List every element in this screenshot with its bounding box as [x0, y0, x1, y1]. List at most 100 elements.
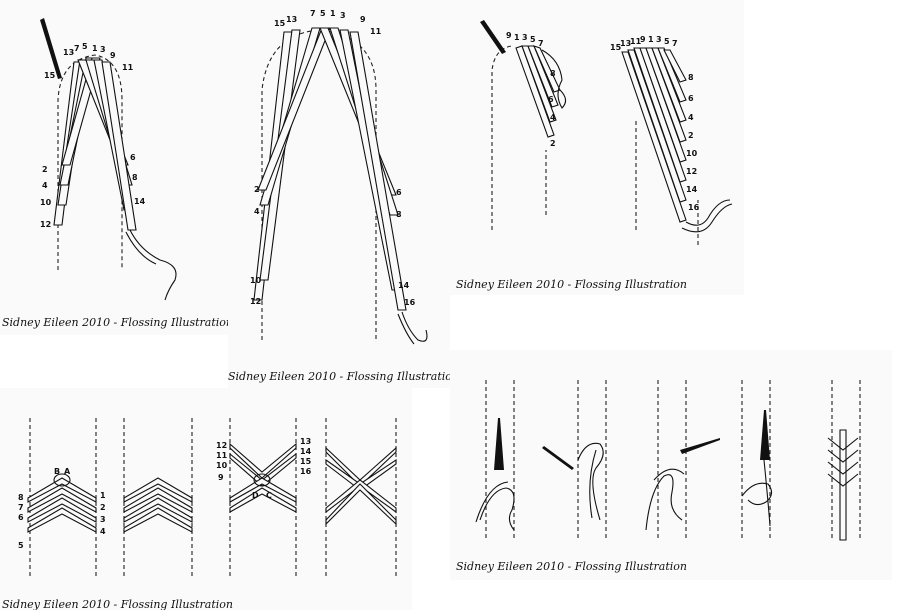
illustration-caption: Sidney Eileen 2010 - Flossing Illustrati…	[228, 370, 450, 383]
stitch-number: 16	[300, 467, 312, 476]
stitch-number: 16	[688, 203, 700, 212]
stitch-number: 9	[360, 15, 366, 24]
stitch-number: 13	[286, 15, 297, 24]
stitch-number: 14	[300, 447, 312, 456]
stitch-number: 5	[82, 42, 88, 51]
stitch-number: 3	[100, 515, 106, 524]
knot-step-5-finished-stack	[827, 429, 859, 541]
stitch-number: 6	[548, 95, 554, 104]
flossing-diagram-2: 15 13 7 5 1 3 9 11 2 4 10 12 6 8 14 16	[250, 9, 428, 345]
stitch-number: 5	[18, 541, 24, 550]
stitch-number: 11	[370, 27, 382, 36]
stitch-number: 12	[40, 220, 51, 229]
illustration-caption: Sidney Eileen 2010 - Flossing Illustrati…	[456, 560, 687, 573]
stitch-number: 4	[42, 181, 48, 190]
stitch-number: 3	[340, 11, 346, 20]
stitch-number: 1	[648, 35, 654, 44]
stitch-number: 6	[396, 188, 402, 197]
knot-step-2	[542, 442, 604, 521]
stitch-number: 8	[688, 73, 694, 82]
stitch-number: 15	[44, 71, 56, 80]
flossing-diagram-1: 15 13 7 5 1 3 9 11 2 4 10 12 6 8 14	[40, 18, 177, 301]
panel-flossing-step-5: Sidney Eileen 2010 - Flossing Illustrati…	[450, 350, 892, 580]
stitch-number: 6	[130, 153, 136, 162]
stitch-number: 8	[550, 69, 556, 78]
stitch-number: 1	[330, 9, 336, 18]
stitch-number: 6	[18, 513, 24, 522]
stitch-number: 13	[63, 48, 74, 57]
stitch-label: C	[266, 491, 272, 500]
chevron-figure-3	[229, 442, 297, 513]
stitch-number: 14	[398, 281, 410, 290]
stitch-number: 3	[522, 33, 528, 42]
stitch-number: 7	[18, 503, 24, 512]
stitch-number: 10	[216, 461, 228, 470]
illustration-caption: Sidney Eileen 2010 - Flossing Illustrati…	[456, 278, 687, 291]
stitch-number: 16	[404, 298, 416, 307]
stitch-number: 15	[274, 19, 286, 28]
floss-strands-left	[515, 45, 561, 138]
flossing-diagram-5	[475, 380, 861, 541]
stitch-number: 9	[218, 473, 224, 482]
stitch-number: 15	[300, 457, 312, 466]
stitch-number: 14	[686, 185, 698, 194]
stitch-number: 8	[132, 173, 138, 182]
knot-step-4	[741, 410, 773, 527]
stitch-number: 1	[514, 33, 520, 42]
stitch-number: 5	[320, 9, 326, 18]
stitch-number: 7	[74, 44, 80, 53]
knot-step-1	[475, 418, 515, 531]
flossing-diagram-4: B A 8 7 6 5 1 2 3 4 12 11 10 9 13 14 15 …	[18, 418, 397, 578]
panel-flossing-step-2: 15 13 7 5 1 3 9 11 2 4 10 12 6 8 14 16 S…	[228, 0, 450, 388]
stitch-number: 5	[664, 37, 670, 46]
stitch-number: 1	[100, 491, 106, 500]
stitch-number: 10	[40, 198, 52, 207]
chevron-figure-1	[27, 473, 97, 533]
stitch-number: 11	[630, 37, 642, 46]
floss-strands	[53, 57, 137, 231]
flossing-diagram-3: 9 1 3 5 7 8 6 4 2 15 13 11 9 1 3 5 7 8 6	[480, 20, 733, 245]
stitch-number: 14	[134, 197, 146, 206]
guide-column	[261, 29, 377, 340]
stitch-number: 2	[100, 503, 106, 512]
stitch-number: 2	[42, 165, 48, 174]
thread-loop	[541, 49, 567, 109]
stitch-number: 4	[688, 113, 694, 122]
floss-strands	[253, 27, 407, 311]
thread-tail	[401, 311, 428, 342]
stitch-label: B	[54, 467, 60, 476]
needle-icon	[680, 438, 720, 454]
thread-tail	[685, 199, 731, 226]
stitch-number: 2	[550, 139, 556, 148]
panel-flossing-step-4: B A 8 7 6 5 1 2 3 4 12 11 10 9 13 14 15 …	[0, 388, 412, 610]
stitch-number: 7	[538, 39, 544, 48]
stitch-number: 10	[250, 276, 262, 285]
stitch-label: A	[64, 467, 71, 476]
stitch-number: 11	[216, 451, 228, 460]
needle-icon	[760, 410, 770, 460]
illustration-caption: Sidney Eileen 2010 - Flossing Illustrati…	[2, 316, 228, 329]
stitch-number: 12	[686, 167, 697, 176]
stitch-number: 12	[216, 441, 227, 450]
stitch-number: 9	[506, 31, 512, 40]
stitch-number: 12	[250, 297, 261, 306]
guide-column	[57, 54, 123, 270]
x-figure-4	[325, 446, 397, 526]
stitch-number: 1	[92, 44, 98, 53]
needle-icon	[40, 18, 62, 79]
needle-icon	[494, 418, 504, 470]
stitch-label: D	[252, 491, 259, 500]
knot-step-3	[645, 438, 720, 531]
stitch-number: 5	[530, 35, 536, 44]
stitch-number: 13	[620, 39, 631, 48]
stitch-number: 6	[688, 94, 694, 103]
stitch-number: 13	[300, 437, 311, 446]
stitch-number: 7	[310, 9, 316, 18]
floss-strands-right	[621, 47, 687, 223]
thread-loop	[479, 487, 515, 531]
guide-column-left	[491, 45, 513, 230]
stitch-number: 3	[656, 35, 662, 44]
stitch-number: 10	[686, 149, 698, 158]
chevron-figure-2	[123, 477, 193, 533]
stitch-number: 4	[254, 207, 260, 216]
